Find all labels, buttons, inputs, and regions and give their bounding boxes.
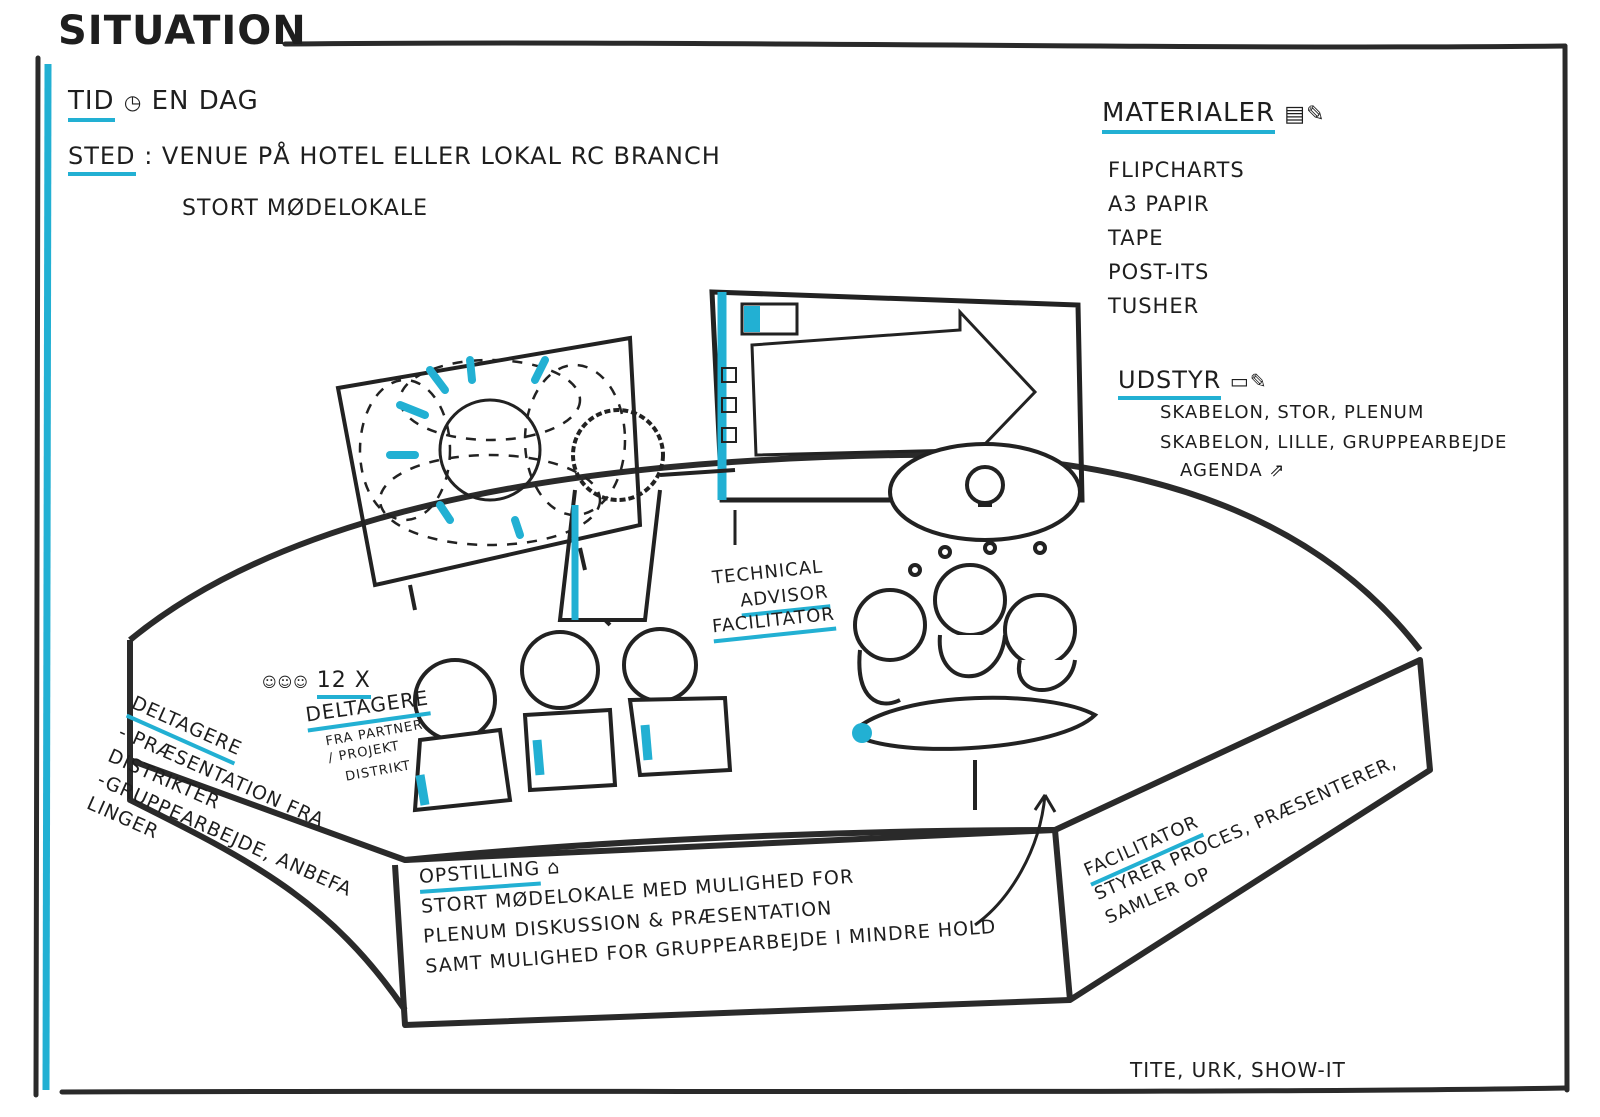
equipment-heading: UDSTYR ▭✎ (1118, 366, 1268, 400)
audience-group-left (412, 627, 733, 813)
time-value: EN DAG (151, 86, 259, 116)
curved-arrow (974, 794, 1057, 927)
place-value-1: : VENUE PÅ HOTEL ELLER LOKAL RC BRANCH (144, 142, 721, 170)
equipment-item: SKABELON, LILLE, GRUPPEARBEJDE (1160, 432, 1508, 453)
arrow-icon: ⇗ (1269, 460, 1286, 481)
people-icon: ☺☺☺ (262, 675, 309, 691)
place-row: STED : VENUE PÅ HOTEL ELLER LOKAL RC BRA… (68, 142, 721, 176)
materials-item: A3 PAPIR (1108, 192, 1210, 216)
footer-credit: TITE, URK, SHOW-IT (1130, 1058, 1346, 1082)
equipment-item: SKABELON, STOR, PLENUM (1160, 402, 1425, 423)
flipchart-board (335, 335, 643, 611)
clock-icon: ◷ (123, 90, 143, 114)
materials-heading: MATERIALER ▤✎ (1102, 98, 1326, 134)
time-row: TID ◷ EN DAG (68, 86, 259, 122)
materials-item: FLIPCHARTS (1108, 158, 1245, 182)
presenter-figure (557, 408, 736, 627)
thought-bubble (888, 442, 1082, 577)
page-frame (33, 40, 1570, 1098)
materials-item: TUSHER (1108, 294, 1200, 318)
accent-margin-line (42, 63, 52, 1091)
stage-podium (127, 451, 1433, 1028)
document-icon: ▤✎ (1284, 102, 1326, 127)
place-label: STED (68, 142, 136, 176)
time-label: TID (68, 86, 115, 122)
presentation-screen (709, 289, 1085, 545)
participant-count: ☺☺☺ 12 X (262, 668, 371, 699)
board-marker-icon: ▭✎ (1229, 369, 1268, 393)
page-title: Situation (58, 8, 307, 54)
materials-item: POST-ITS (1108, 260, 1210, 284)
meeting-icon: ⌂ (546, 856, 561, 879)
materials-item: TAPE (1108, 226, 1164, 250)
group-table (852, 563, 1099, 810)
equipment-item: AGENDA ⇗ (1180, 460, 1286, 481)
place-value-2: STORT MØDELOKALE (182, 196, 429, 221)
